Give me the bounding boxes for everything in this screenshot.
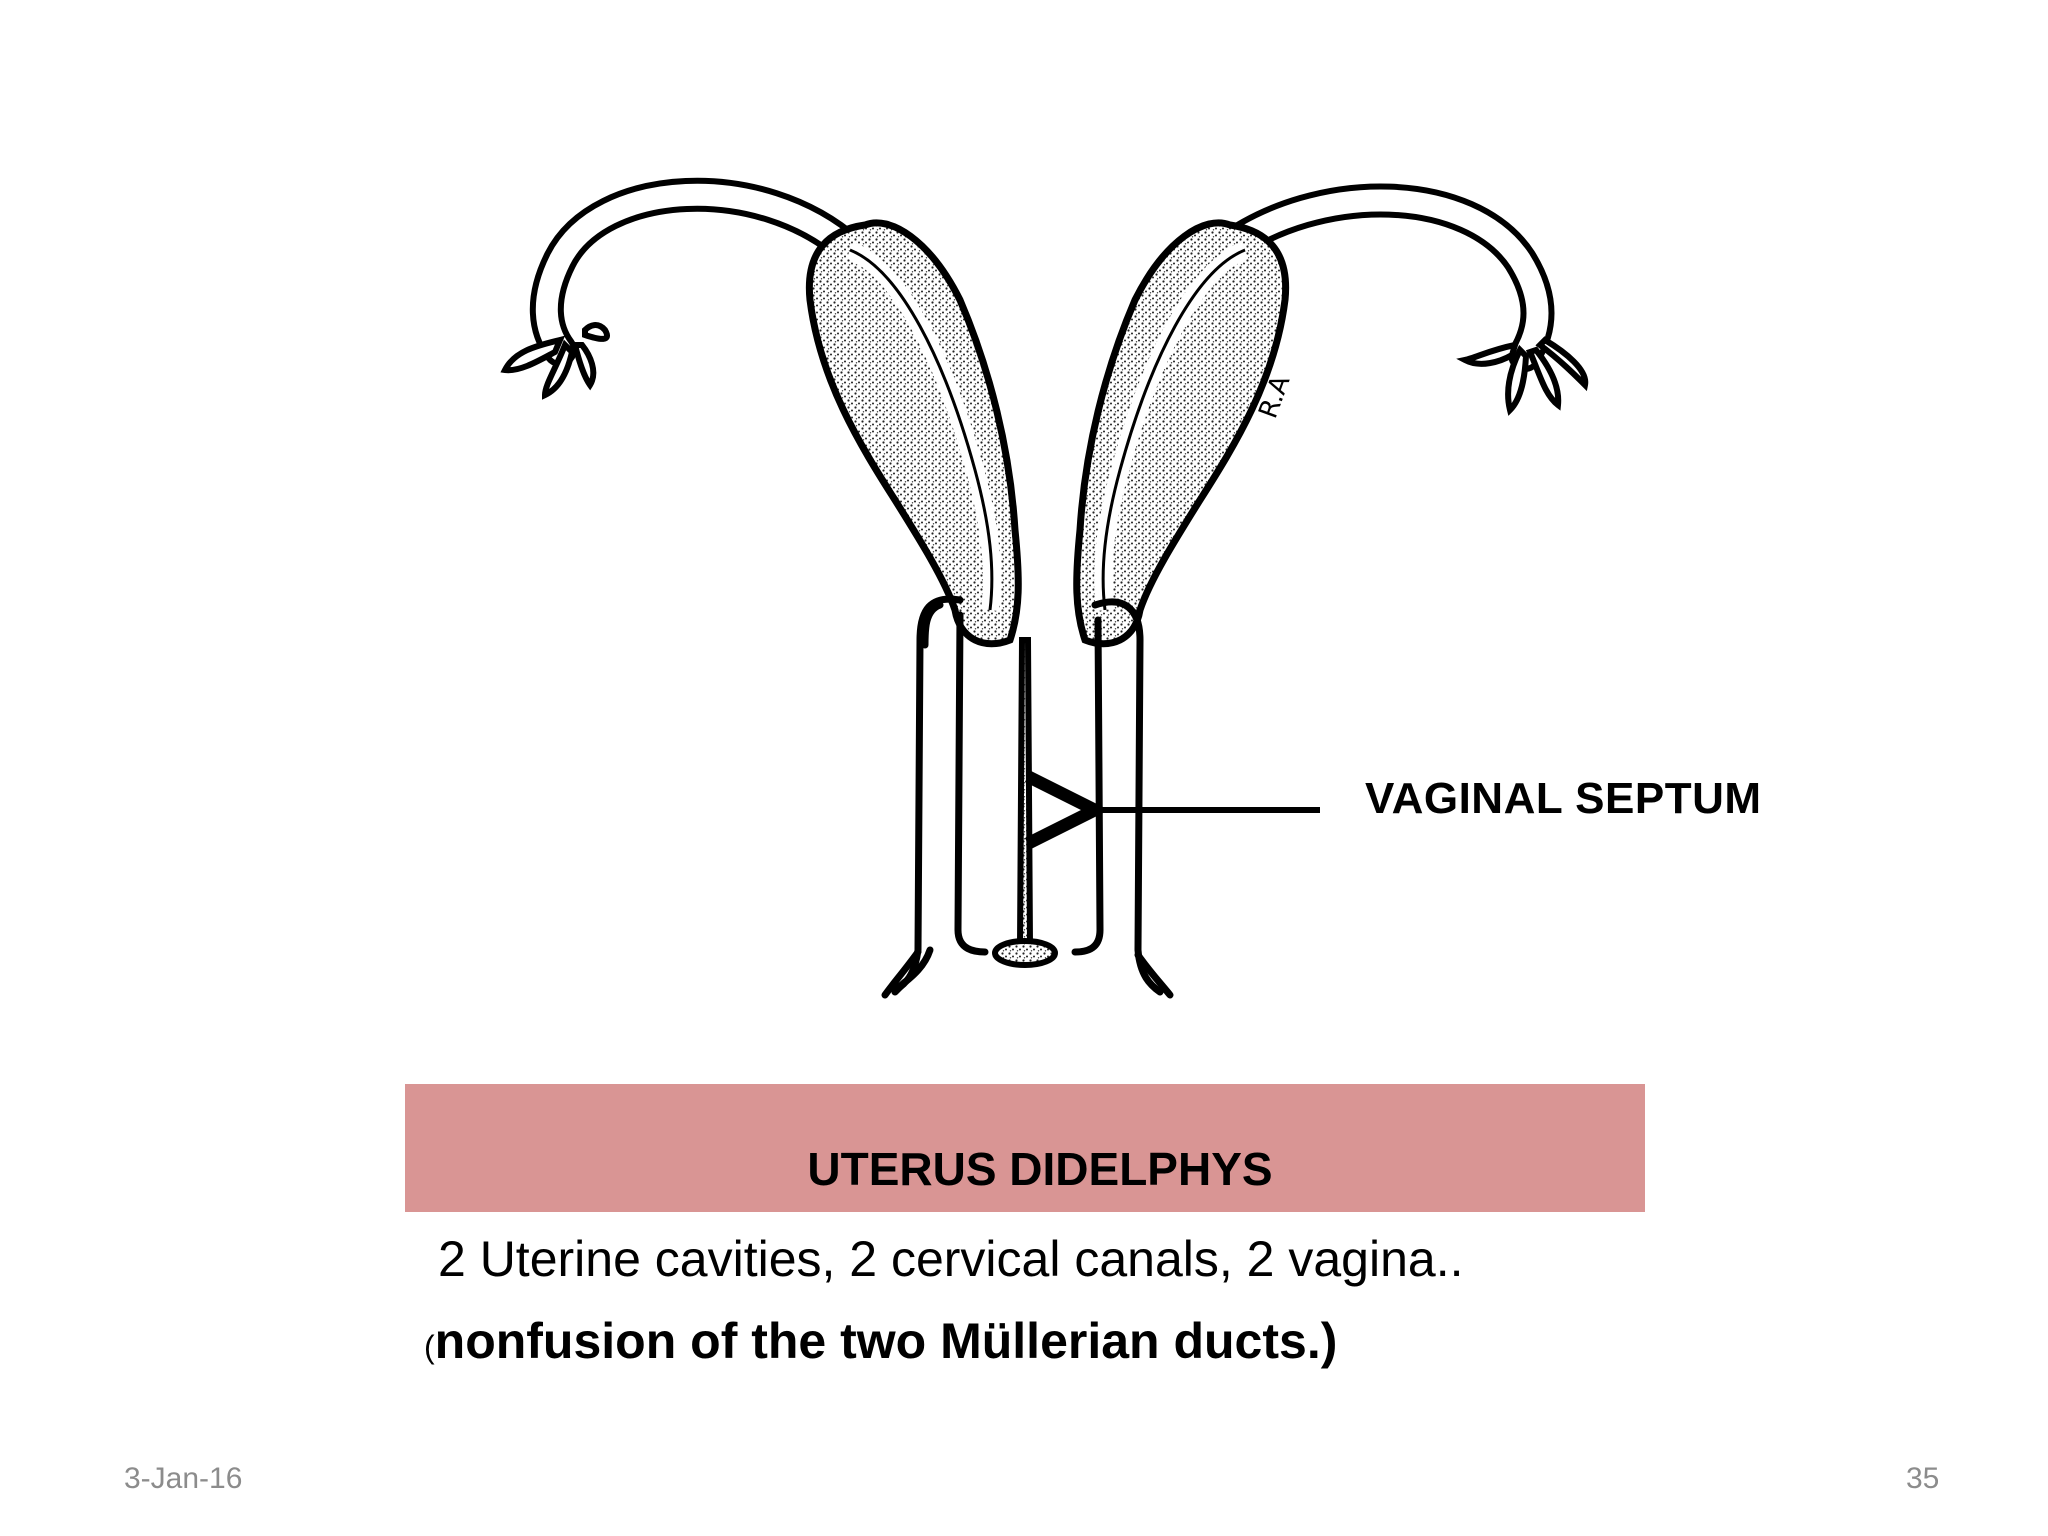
note-text: nonfusion of the two Müllerian ducts.) bbox=[434, 1313, 1338, 1369]
title-banner: UTERUS DIDELPHYS bbox=[405, 1084, 1645, 1212]
footer-date: 3-Jan-16 bbox=[124, 1462, 243, 1495]
note-open-paren: ( bbox=[424, 1329, 435, 1365]
note-line: (nonfusion of the two Müllerian ducts.) bbox=[424, 1312, 1337, 1370]
slide-title: UTERUS DIDELPHYS bbox=[807, 1143, 1273, 1195]
left-uterine-horn bbox=[805, 219, 1022, 648]
left-fimbriae bbox=[500, 322, 610, 400]
right-fimbriae bbox=[1456, 336, 1589, 416]
vaginal-septum-label: VAGINAL SEPTUM bbox=[1365, 774, 1762, 823]
right-uterine-horn bbox=[1073, 219, 1290, 648]
left-vagina bbox=[891, 595, 989, 996]
right-vagina bbox=[1071, 598, 1164, 996]
vaginal-septum bbox=[992, 637, 1058, 968]
right-fallopian-tube bbox=[1208, 183, 1555, 372]
footer-page-number: 35 bbox=[1906, 1462, 1940, 1495]
left-fallopian-tube bbox=[529, 177, 867, 367]
description-line: 2 Uterine cavities, 2 cervical canals, 2… bbox=[438, 1231, 1464, 1287]
